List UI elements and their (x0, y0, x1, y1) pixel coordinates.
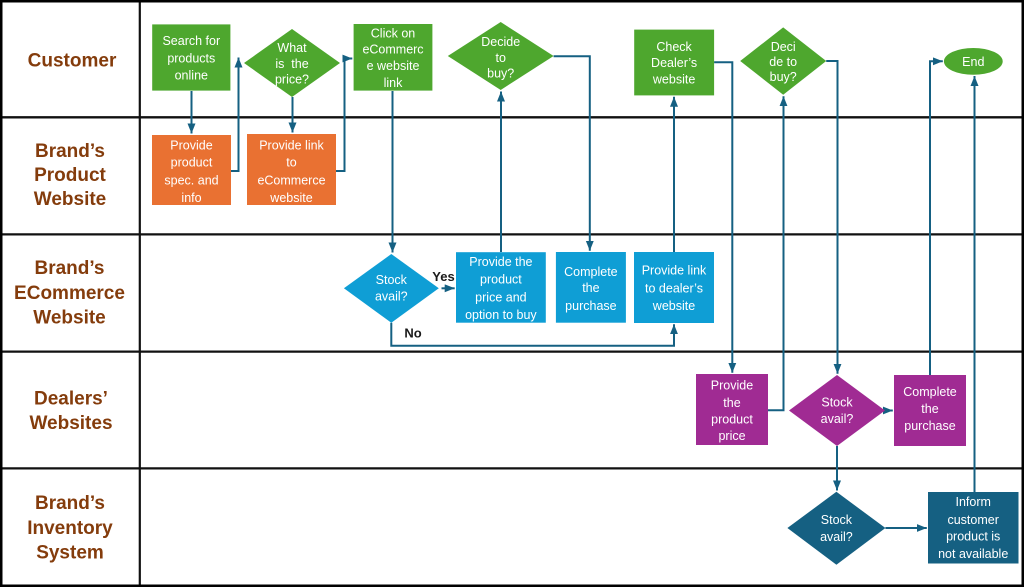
svg-text:Brand’s: Brand’s (34, 258, 104, 279)
svg-text:Provide link: Provide link (259, 138, 324, 152)
svg-text:link: link (384, 76, 404, 90)
svg-text:products: products (167, 52, 215, 66)
svg-text:option to buy: option to buy (465, 308, 537, 322)
svg-text:not available: not available (938, 547, 1008, 561)
svg-text:purchase: purchase (904, 419, 955, 433)
svg-text:Provide the: Provide the (469, 255, 532, 269)
svg-text:Click on: Click on (371, 26, 416, 40)
svg-text:buy?: buy? (487, 67, 514, 81)
svg-text:Customer: Customer (28, 50, 117, 71)
svg-text:the: the (582, 281, 599, 295)
svg-text:Provide: Provide (711, 378, 753, 392)
svg-text:avail?: avail? (821, 412, 854, 426)
svg-text:to: to (286, 156, 296, 170)
svg-text:Stock: Stock (821, 513, 853, 527)
svg-text:ECommerce: ECommerce (14, 283, 125, 304)
svg-text:Dealers’: Dealers’ (34, 389, 108, 410)
svg-text:e website: e website (367, 59, 420, 73)
svg-text:Deci: Deci (771, 40, 796, 54)
svg-text:buy?: buy? (770, 70, 797, 84)
svg-text:Inform: Inform (955, 495, 990, 509)
svg-text:Brand’s: Brand’s (35, 141, 105, 162)
svg-text:price and: price and (475, 290, 526, 304)
svg-text:Product: Product (34, 165, 106, 186)
svg-text:No: No (404, 326, 421, 341)
svg-text:price?: price? (275, 73, 309, 87)
svg-text:website: website (652, 299, 695, 313)
svg-text:website: website (652, 72, 695, 86)
svg-text:the: the (921, 402, 938, 416)
svg-text:purchase: purchase (565, 299, 616, 313)
svg-text:Search for: Search for (162, 34, 220, 48)
svg-text:product: product (480, 273, 522, 287)
svg-text:to dealer’s: to dealer’s (645, 281, 703, 295)
svg-text:Dealer’s: Dealer’s (651, 56, 697, 70)
svg-text:is the: is the (275, 57, 308, 71)
svg-text:End: End (962, 55, 984, 69)
svg-text:avail?: avail? (820, 530, 853, 544)
svg-text:Decide: Decide (481, 35, 520, 49)
svg-text:product: product (171, 156, 213, 170)
svg-text:eCommerce: eCommerce (257, 174, 325, 188)
svg-text:info: info (181, 191, 201, 205)
svg-text:the: the (723, 396, 740, 410)
svg-text:to: to (495, 51, 505, 65)
svg-text:eCommerc: eCommerc (362, 43, 423, 57)
svg-text:Website: Website (34, 189, 107, 210)
svg-text:Yes: Yes (432, 269, 454, 284)
svg-text:Stock: Stock (821, 396, 853, 410)
svg-text:customer: customer (947, 513, 998, 527)
svg-text:de to: de to (769, 55, 797, 69)
svg-text:Provide link: Provide link (642, 263, 707, 277)
svg-text:spec. and: spec. and (164, 174, 218, 188)
svg-text:Website: Website (33, 308, 106, 329)
svg-text:System: System (36, 543, 104, 564)
svg-text:What: What (277, 41, 307, 55)
svg-text:product is: product is (946, 530, 1000, 544)
svg-text:product: product (711, 412, 753, 426)
svg-text:online: online (175, 69, 208, 83)
svg-text:price: price (718, 429, 745, 443)
svg-text:Brand’s: Brand’s (35, 493, 105, 514)
svg-text:avail?: avail? (375, 290, 408, 304)
svg-text:Stock: Stock (376, 273, 408, 287)
svg-text:Inventory: Inventory (27, 518, 113, 539)
svg-text:Complete: Complete (903, 385, 957, 399)
svg-text:Complete: Complete (564, 265, 618, 279)
svg-text:website: website (269, 191, 312, 205)
svg-text:Check: Check (656, 40, 692, 54)
svg-text:Provide: Provide (170, 138, 212, 152)
svg-text:Websites: Websites (29, 413, 112, 434)
